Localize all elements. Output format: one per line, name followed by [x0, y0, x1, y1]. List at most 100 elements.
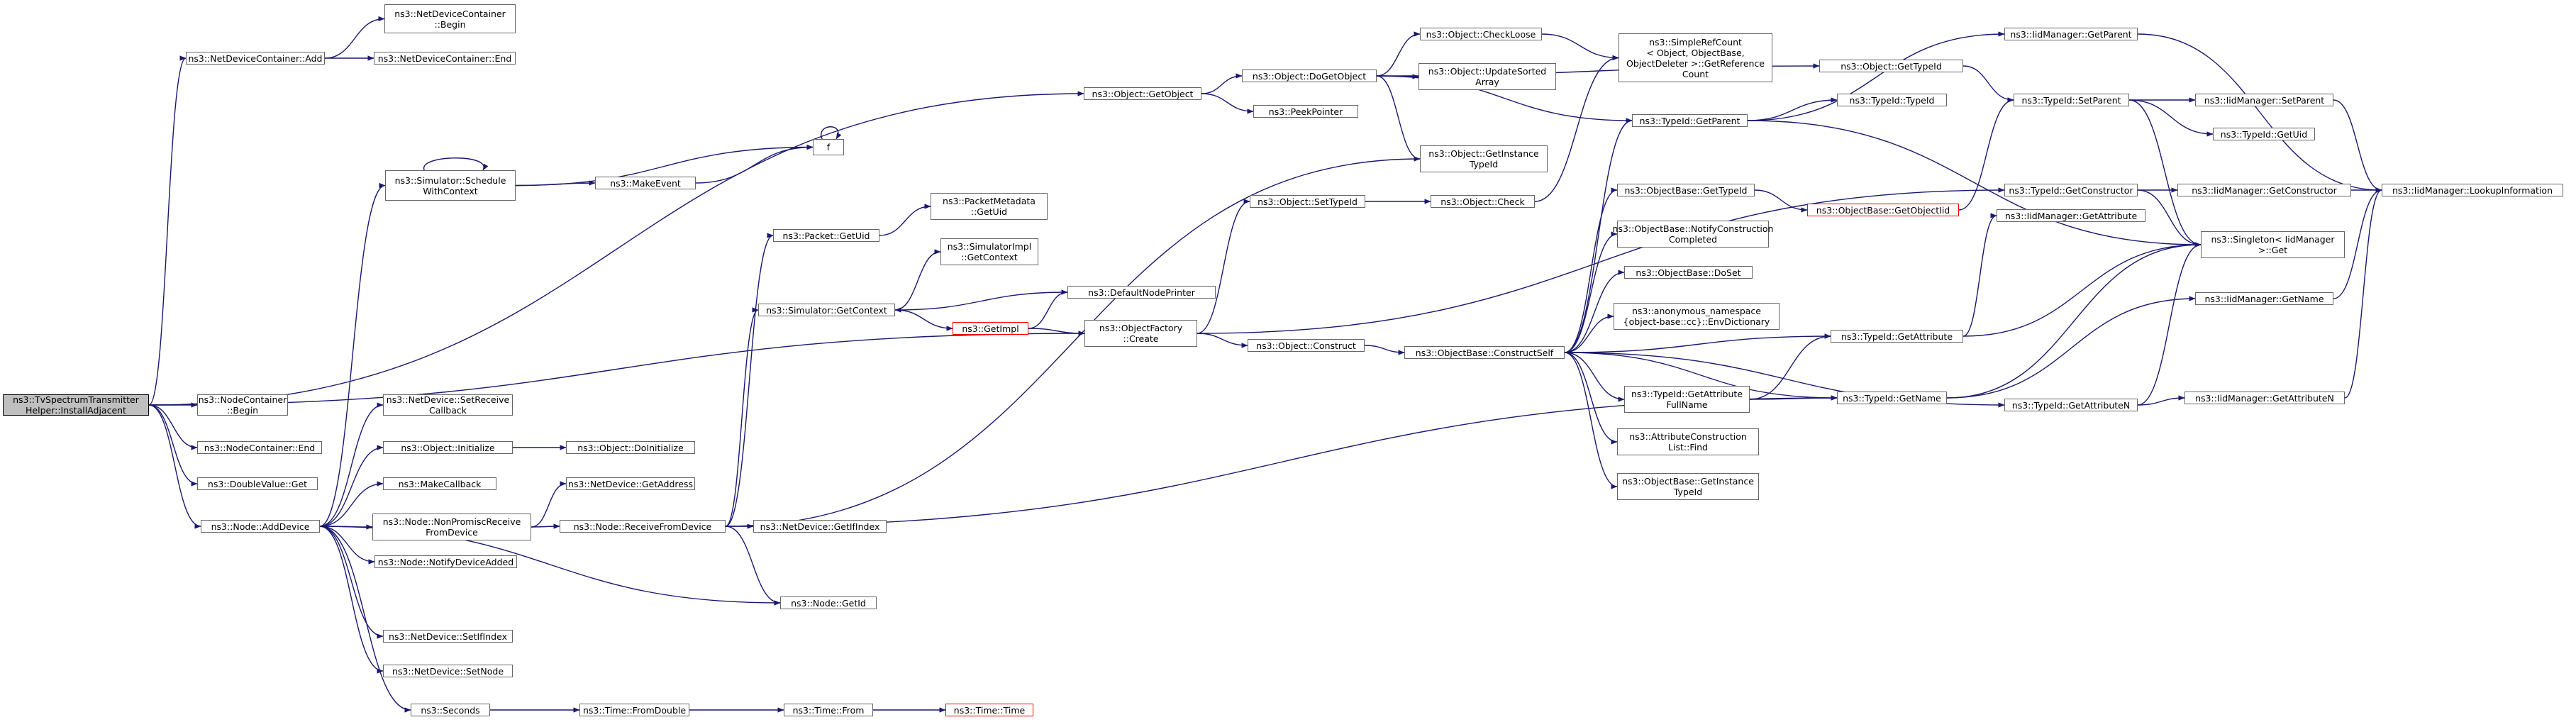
- node-label: ns3::Node::NotifyDeviceAdded: [377, 556, 514, 567]
- node-obGetTid[interactable]: ns3::ObjectBase::GetTypeId: [1617, 184, 1755, 196]
- node-objDoGet[interactable]: ns3::Object::DoGetObject: [1242, 70, 1377, 82]
- edge-tidGetParent-to-iidGetParent: [1747, 31, 2005, 121]
- edge-objGetObj-to-objDoGet: [1201, 73, 1243, 94]
- node-iidSetParent[interactable]: ns3::IidManager::SetParent: [2195, 94, 2333, 106]
- node-objInit[interactable]: ns3::Object::Initialize: [383, 441, 513, 454]
- node-ndGetAddr[interactable]: ns3::NetDevice::GetAddress: [566, 477, 695, 490]
- node-ndcEnd[interactable]: ns3::NetDeviceContainer::End: [374, 52, 516, 65]
- node-obConstructSelf[interactable]: ns3::ObjectBase::ConstructSelf: [1404, 346, 1565, 359]
- node-ndcBegin[interactable]: ns3::NetDeviceContainer ::Begin: [384, 4, 516, 33]
- node-ndSetRecv[interactable]: ns3::NetDevice::SetReceive Callback: [383, 394, 513, 416]
- edge-tidSetParent-to-tidGetUid: [2128, 99, 2214, 137]
- edge-nodeRecv-to-objGetInst: [725, 156, 1421, 527]
- node-iidGetCtor[interactable]: ns3::IidManager::GetConstructor: [2177, 184, 2351, 196]
- node-objGetTid[interactable]: ns3::Object::GetTypeId: [1819, 60, 1963, 72]
- node-timeFrom[interactable]: ns3::Time::From: [784, 704, 873, 716]
- node-timeTime[interactable]: ns3::Time::Time: [945, 704, 1033, 716]
- node-objUpdSorted[interactable]: ns3::Object::UpdateSorted Array: [1419, 63, 1556, 90]
- node-label: ns3::NetDevice::SetReceive Callback: [386, 394, 510, 416]
- node-tidGetUid[interactable]: ns3::TypeId::GetUid: [2213, 128, 2315, 140]
- node-obGetInst[interactable]: ns3::ObjectBase::GetInstance TypeId: [1617, 473, 1759, 500]
- node-label: ns3::Simulator::Schedule WithContext: [394, 174, 506, 196]
- node-obDoSet[interactable]: ns3::ObjectBase::DoSet: [1624, 266, 1753, 279]
- node-makeCb[interactable]: ns3::MakeCallback: [383, 477, 496, 490]
- node-ncBegin[interactable]: ns3::NodeContainer ::Begin: [197, 394, 288, 416]
- node-simImplCtx[interactable]: ns3::SimulatorImpl ::GetContext: [940, 238, 1038, 265]
- node-objFactCreate[interactable]: ns3::ObjectFactory ::Create: [1084, 320, 1197, 347]
- edge-nodeRecv-to-pktGetUid: [725, 233, 774, 527]
- node-pktGetUid[interactable]: ns3::Packet::GetUid: [773, 229, 879, 242]
- node-nodeRecv[interactable]: ns3::Node::ReceiveFromDevice: [560, 520, 726, 533]
- node-tidGetName[interactable]: ns3::TypeId::GetName: [1837, 392, 1947, 404]
- node-simGetCtx[interactable]: ns3::Simulator::GetContext: [758, 304, 895, 316]
- node-defPrinter[interactable]: ns3::DefaultNodePrinter: [1067, 286, 1216, 299]
- node-obGetOTid[interactable]: ns3::ObjectBase::GetObjectIid: [1807, 204, 1959, 216]
- node-objSetTid[interactable]: ns3::Object::SetTypeId: [1250, 195, 1365, 208]
- node-singleton[interactable]: ns3::Singleton< IidManager >::Get: [2201, 231, 2345, 258]
- node-timeFromDouble[interactable]: ns3::Time::FromDouble: [579, 704, 689, 716]
- edge-nodeAdd-to-makeCb: [319, 481, 384, 527]
- node-tidTypeId[interactable]: ns3::TypeId::TypeId: [1837, 94, 1947, 106]
- node-tidGetCtor[interactable]: ns3::TypeId::GetConstructor: [2004, 184, 2138, 196]
- node-anonEnv[interactable]: ns3::anonymous_namespace {object-base::c…: [1614, 303, 1780, 330]
- node-ndcAdd[interactable]: ns3::NetDeviceContainer::Add: [186, 52, 325, 65]
- node-ndSetIf[interactable]: ns3::NetDevice::SetIfIndex: [383, 630, 513, 643]
- node-tidGetAttrN[interactable]: ns3::TypeId::GetAttributeN: [2004, 399, 2138, 411]
- node-label: ns3::Simulator::GetContext: [766, 304, 887, 316]
- node-ndGetIf[interactable]: ns3::NetDevice::GetIfIndex: [753, 520, 887, 533]
- node-iidLookup[interactable]: ns3::IidManager::LookupInformation: [2382, 184, 2563, 196]
- node-label: ns3::TypeId::GetAttribute: [1841, 331, 1953, 342]
- node-label: ns3::GetImpl: [962, 323, 1019, 334]
- node-tidSetParent[interactable]: ns3::TypeId::SetParent: [2014, 94, 2129, 106]
- node-tidGetAttr[interactable]: ns3::TypeId::GetAttribute: [1831, 330, 1963, 343]
- edge-tidGetCtor-to-singleton: [2137, 189, 2202, 248]
- node-objConstruct[interactable]: ns3::Object::Construct: [1248, 339, 1365, 352]
- node-nodeNonProm[interactable]: ns3::Node::NonPromiscReceive FromDevice: [372, 514, 531, 540]
- node-nodeNotify[interactable]: ns3::Node::NotifyDeviceAdded: [374, 555, 517, 568]
- node-label: ns3::Time::Time: [953, 704, 1026, 716]
- node-peekPtr[interactable]: ns3::PeekPointer: [1253, 105, 1358, 118]
- node-simpleRef[interactable]: ns3::SimpleRefCount < Object, ObjectBase…: [1619, 33, 1772, 82]
- node-nodeAdd[interactable]: ns3::Node::AddDevice: [201, 520, 320, 533]
- node-tidGetParent[interactable]: ns3::TypeId::GetParent: [1632, 114, 1748, 127]
- node-pktMeta[interactable]: ns3::PacketMetadata ::GetUid: [931, 193, 1048, 220]
- node-label: ns3::Node::AddDevice: [211, 521, 310, 532]
- node-obNotify[interactable]: ns3::ObjectBase::NotifyConstruction Comp…: [1613, 221, 1773, 248]
- node-label: ns3::IidManager::LookupInformation: [2392, 184, 2553, 196]
- node-ncEnd[interactable]: ns3::NodeContainer::End: [197, 441, 322, 454]
- node-objCheckLoose[interactable]: ns3::Object::CheckLoose: [1420, 28, 1542, 40]
- node-nodeGetId[interactable]: ns3::Node::GetId: [780, 596, 877, 609]
- node-makeEvent[interactable]: ns3::MakeEvent: [595, 177, 696, 189]
- node-label: ns3::AttributeConstruction List::Find: [1629, 431, 1747, 453]
- node-iidGetParent[interactable]: ns3::IidManager::GetParent: [2004, 28, 2138, 40]
- node-iidGetName[interactable]: ns3::IidManager::GetName: [2195, 292, 2333, 305]
- edge-nodeAdd-to-nodeNotify: [319, 526, 375, 565]
- edge-pktGetUid-to-pktMeta: [879, 204, 931, 236]
- node-getImpl[interactable]: ns3::GetImpl: [953, 322, 1028, 335]
- node-tidGetAttrFull[interactable]: ns3::TypeId::GetAttribute FullName: [1624, 386, 1750, 413]
- edge-obConstructSelf-to-tidGetAttrFull: [1564, 352, 1625, 402]
- node-label: ns3::TypeId::GetParent: [1639, 115, 1741, 126]
- node-objDoInit[interactable]: ns3::Object::DoInitialize: [566, 441, 695, 454]
- edge-iidGetParent-to-iidLookup: [2137, 33, 2382, 193]
- node-label: ns3::Packet::GetUid: [782, 230, 870, 241]
- edge-tidGetAttrN-to-iidGetAttrN: [2137, 395, 2185, 406]
- edge-nodeAdd-to-ndSetRecv: [319, 402, 384, 527]
- node-simSched[interactable]: ns3::Simulator::Schedule WithContext: [385, 170, 516, 201]
- node-iidGetAttr[interactable]: ns3::IidManager::GetAttribute: [1997, 209, 2145, 222]
- node-objCheck[interactable]: ns3::Object::Check: [1431, 195, 1535, 208]
- node-label: ns3::ObjectBase::NotifyConstruction Comp…: [1612, 223, 1774, 245]
- node-fnode[interactable]: f: [813, 139, 844, 155]
- node-iidGetAttrN[interactable]: ns3::IidManager::GetAttributeN: [2184, 392, 2345, 404]
- node-acListFind[interactable]: ns3::AttributeConstruction List::Find: [1617, 428, 1759, 455]
- node-ndSetNode[interactable]: ns3::NetDevice::SetNode: [383, 665, 513, 677]
- node-label: ns3::NetDevice::GetAddress: [568, 478, 693, 489]
- edge-tidGetParent-to-tidTypeId: [1747, 97, 1838, 121]
- node-seconds[interactable]: ns3::Seconds: [411, 704, 490, 716]
- node-objGetInst[interactable]: ns3::Object::GetInstance TypeId: [1420, 145, 1548, 172]
- node-objGetObj[interactable]: ns3::Object::GetObject: [1084, 87, 1201, 100]
- edge-defPrinter-to-simGetCtx: [894, 292, 1068, 313]
- node-dvGet[interactable]: ns3::DoubleValue::Get: [197, 477, 318, 490]
